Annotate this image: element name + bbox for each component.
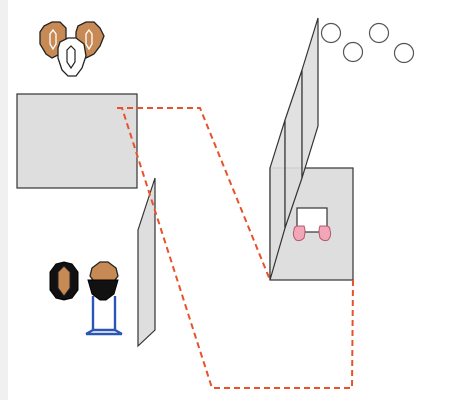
white-target-front bbox=[57, 37, 87, 77]
steel-plate-4 bbox=[393, 42, 415, 64]
right-fence-panels bbox=[269, 17, 319, 281]
left-margin-strip bbox=[0, 0, 8, 400]
upper-left-target-cluster bbox=[39, 21, 105, 77]
lower-left-stand-target bbox=[85, 261, 123, 336]
start-position-hands bbox=[292, 207, 332, 242]
fence-panel-3 bbox=[301, 17, 319, 179]
steel-plate-2 bbox=[342, 41, 364, 63]
right-hand-icon bbox=[318, 225, 332, 242]
lower-left-black-target bbox=[49, 261, 79, 301]
steel-plates bbox=[320, 22, 415, 64]
left-hand-icon bbox=[292, 225, 306, 242]
steel-plate-3 bbox=[368, 22, 390, 44]
shooter-movement-path-return bbox=[121, 107, 354, 389]
steel-plate-1 bbox=[320, 22, 342, 44]
shooter-movement-path bbox=[117, 107, 271, 281]
upper-left-barrier bbox=[16, 93, 138, 189]
